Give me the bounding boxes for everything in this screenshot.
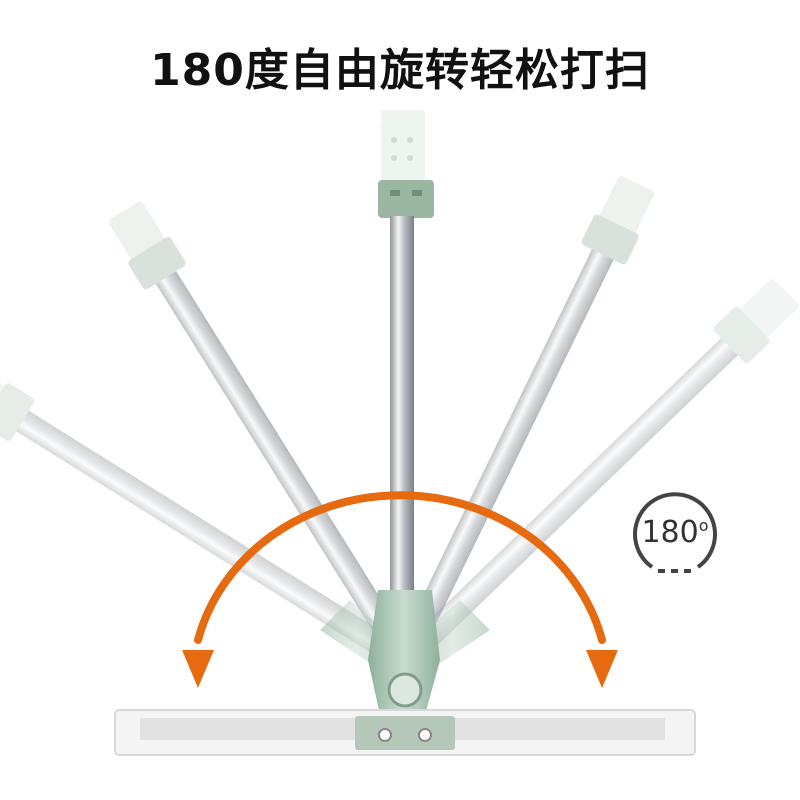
- arrow-head-right: [586, 650, 618, 688]
- rotation-arc-arrow: [182, 491, 618, 688]
- pole-ghost-left: [108, 201, 405, 650]
- angle-badge: 180o: [630, 487, 720, 577]
- squeegee-blade: [114, 709, 696, 756]
- swivel-joint: [368, 590, 440, 715]
- pole-ghost-far-right: [411, 279, 799, 655]
- angle-value: 180o: [641, 515, 709, 550]
- pole-main: [378, 110, 434, 596]
- circle-arrow-icon: [633, 492, 717, 573]
- headline: 180度自由旋转轻松打扫: [150, 45, 650, 96]
- pole-ghost-far-left: [0, 363, 395, 660]
- pole-ghost-right: [402, 176, 654, 648]
- arrow-head-left: [182, 650, 214, 688]
